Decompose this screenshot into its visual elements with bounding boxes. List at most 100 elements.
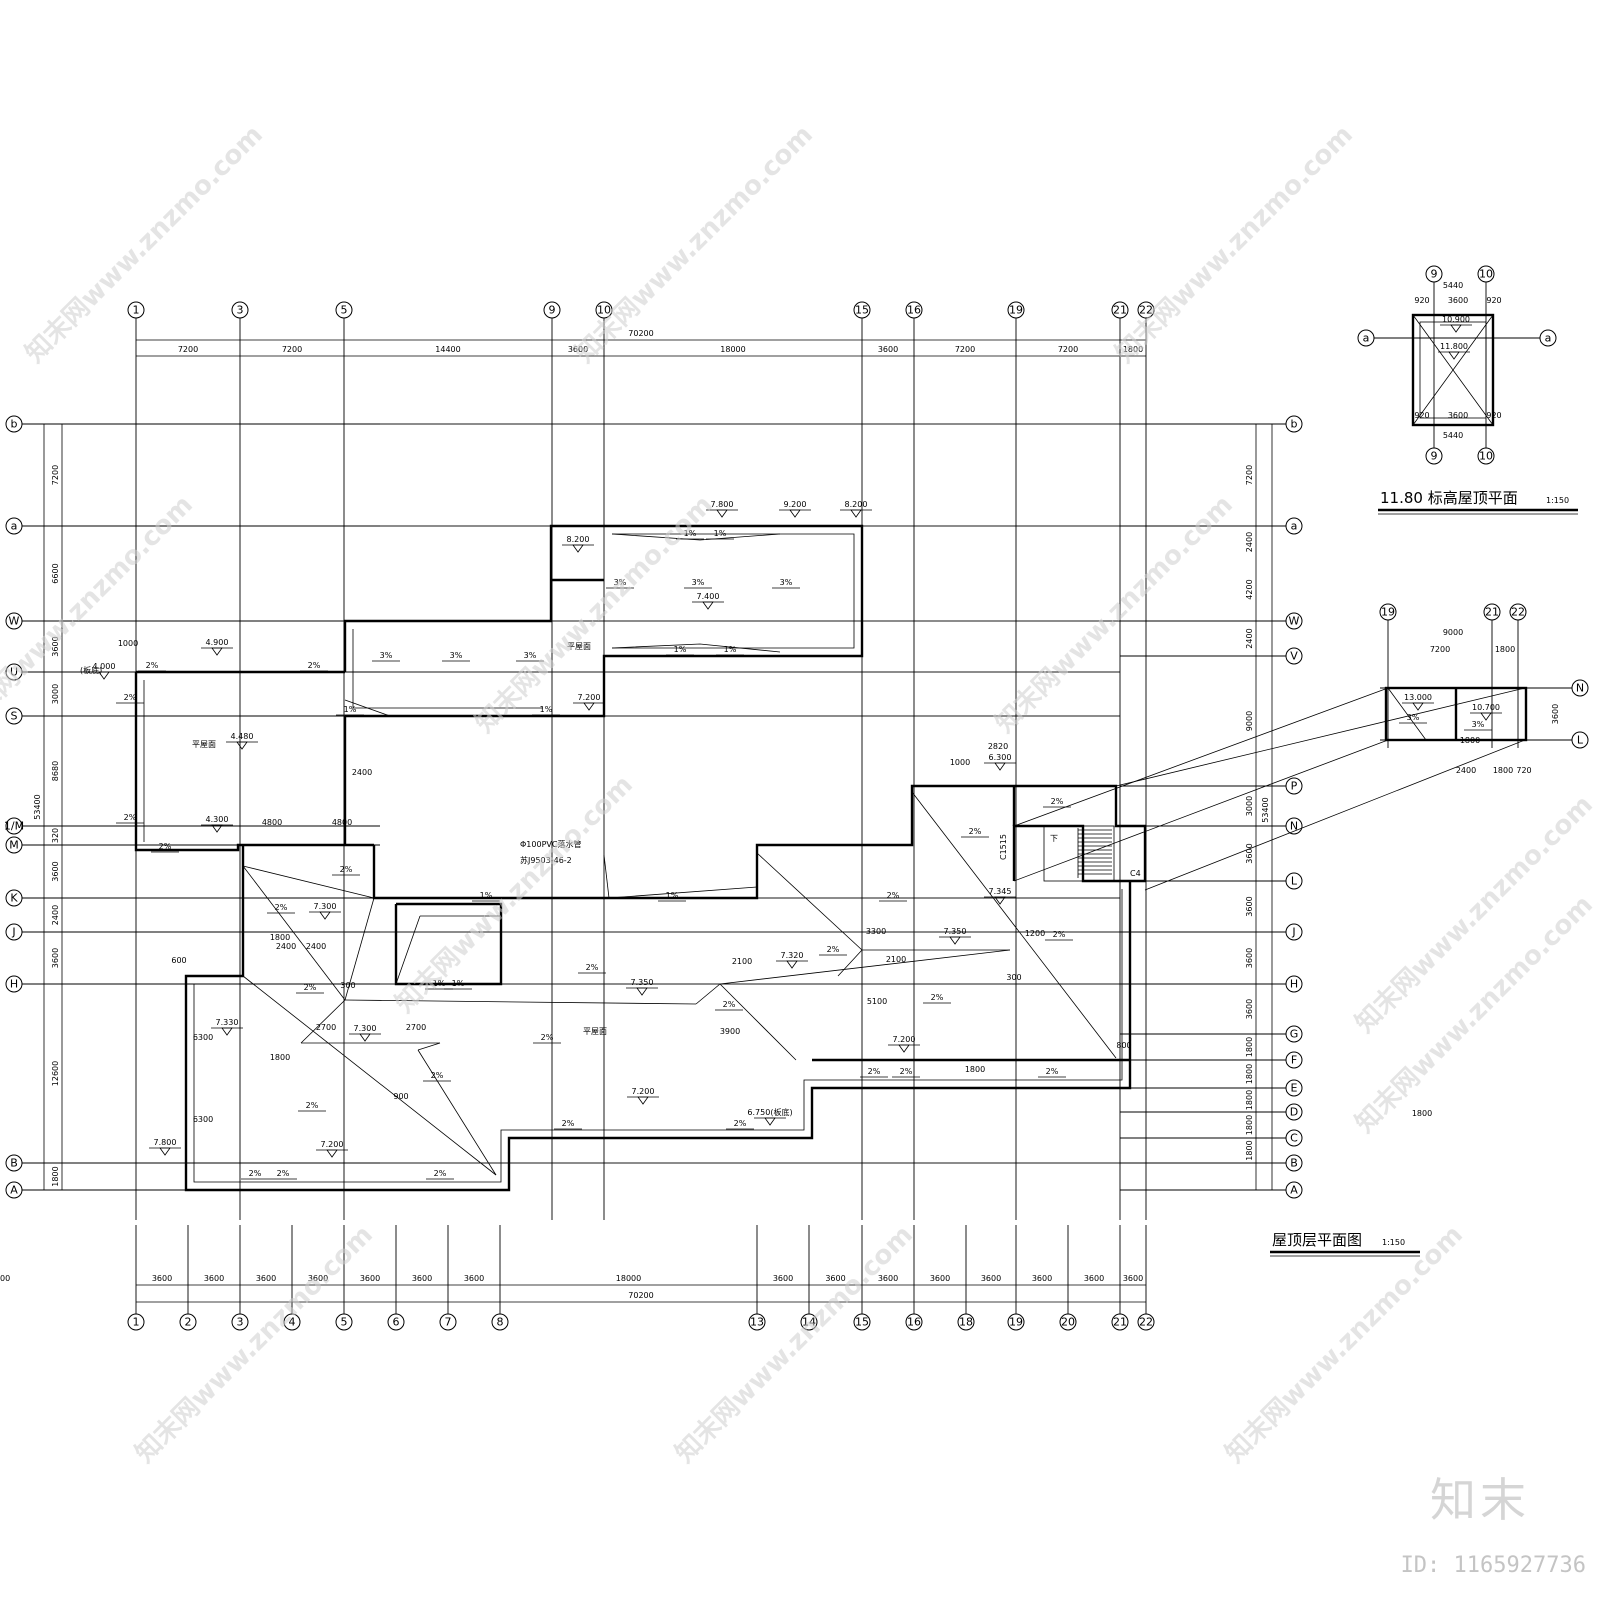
row-bubble-right: E (1285, 1079, 1303, 1097)
elevation-marker: 7.800 (706, 500, 738, 518)
elevation-value: 8.200 (845, 500, 868, 509)
dim-bottom-span: 3600 (152, 1274, 172, 1283)
slope-label: 2% (969, 827, 982, 836)
slope-labels: 1%1%3%3%3%1%1%3%3%3%2%2%2%2%2%1%1%2%2%2%… (116, 529, 1492, 1180)
svg-text:b: b (1291, 418, 1298, 431)
row-bubble-left: B (5, 1154, 23, 1172)
dim-bottom-span: 3600 (930, 1274, 950, 1283)
misc-dim: 2820 (988, 742, 1008, 751)
elevation-marker: 10.900 (1440, 315, 1472, 333)
dim-bottom-span: 3600 (204, 1274, 224, 1283)
elevation-marker: 7.200 (316, 1140, 348, 1158)
axis-bubble-top: 1 (127, 301, 145, 319)
inset-axis-bubble: a (1539, 329, 1557, 347)
axis-bubble-top: 19 (1007, 301, 1025, 319)
stair-axis-bubble: 21 (1483, 603, 1501, 621)
slope-label: 3% (614, 578, 627, 587)
svg-text:9: 9 (1431, 268, 1438, 281)
elevation-value: 10.900 (1442, 315, 1470, 324)
misc-dim: 900 (393, 1092, 408, 1101)
row-bubble-right: W (1285, 612, 1303, 630)
elevation-marker: 7.300 (349, 1024, 381, 1042)
inset-axis-bubble: 9 (1425, 265, 1443, 283)
axis-bubble-bottom: 20 (1059, 1313, 1077, 1331)
label-flat-roof-2: 平屋面 (192, 740, 216, 749)
stair-row-bubble: N (1571, 679, 1589, 697)
inset-axis-bubble: 10 (1477, 265, 1495, 283)
misc-dim: 1800 (1412, 1109, 1432, 1118)
slope-label: 2% (541, 1033, 554, 1042)
svg-text:U: U (10, 666, 18, 679)
dim-bottom-span: 3600 (1123, 1274, 1143, 1283)
svg-text:a: a (11, 520, 18, 533)
svg-text:1: 1 (133, 1316, 140, 1329)
stair-axis-bubble: 19 (1379, 603, 1397, 621)
axis-bubble-top: 5 (335, 301, 353, 319)
elevation-marker: 4.900 (201, 638, 233, 656)
svg-text:A: A (10, 1184, 18, 1197)
row-bubble-right: P (1285, 777, 1303, 795)
svg-text:15: 15 (855, 304, 869, 317)
svg-text:2: 2 (185, 1316, 192, 1329)
svg-text:J: J (1291, 926, 1295, 939)
elevation-value: 11.800 (1440, 342, 1468, 351)
inset-axis-bubble: a (1357, 329, 1375, 347)
svg-text:14: 14 (802, 1316, 816, 1329)
svg-text:3: 3 (237, 304, 244, 317)
slope-label: 3% (780, 578, 793, 587)
svg-text:N: N (1290, 820, 1298, 833)
svg-text:C: C (1290, 1132, 1298, 1145)
slope-label: 1% (674, 645, 687, 654)
dim-top-span: 1800 (1123, 345, 1143, 354)
dim-bottom-span: 3600 (1032, 1274, 1052, 1283)
watermark-text: 知末网www.znzmo.com (570, 120, 819, 369)
elevation-value: 7.345 (989, 887, 1012, 896)
svg-text:a: a (1545, 332, 1552, 345)
svg-text:a: a (1363, 332, 1370, 345)
misc-dim: 2100 (886, 955, 906, 964)
dim-bottom-span: 3600 (773, 1274, 793, 1283)
slope-label: 3% (1472, 720, 1485, 729)
slope-label: 2% (931, 993, 944, 1002)
slope-label: 1% (452, 979, 465, 988)
slope-label: 2% (277, 1169, 290, 1178)
svg-text:L: L (1577, 734, 1584, 747)
svg-text:10: 10 (597, 304, 611, 317)
slope-label: 3% (1407, 713, 1420, 722)
dim-right-span: 3600 (1245, 843, 1254, 863)
slope-label: 2% (431, 1071, 444, 1080)
misc-dim: 1200 (1025, 929, 1045, 938)
watermark-text: 知末网www.znzmo.com (130, 1220, 379, 1469)
svg-text:S: S (11, 710, 18, 723)
svg-text:G: G (1290, 1028, 1299, 1041)
dim-right-span: 3000 (1245, 796, 1254, 816)
dim-top-span: 7200 (955, 345, 975, 354)
dim-left-span: 6600 (51, 563, 60, 583)
inset-dim: 3600 (1448, 296, 1468, 305)
label-window-2: C4 (1130, 869, 1141, 878)
row-bubble-right: C (1285, 1129, 1303, 1147)
elevation-value: 7.200 (632, 1087, 655, 1096)
svg-text:V: V (1290, 650, 1298, 663)
slope-label: 2% (434, 1169, 447, 1178)
dim-bottom-span: 3600 (878, 1274, 898, 1283)
watermark-text: 知末网www.znzmo.com (1220, 1220, 1469, 1469)
svg-text:a: a (1291, 520, 1298, 533)
stair-steps (1077, 828, 1112, 878)
dim-bottom-span: 18000 (616, 1274, 641, 1283)
dim-bottom-span: 3600 (464, 1274, 484, 1283)
dim-top-span: 18000 (720, 345, 745, 354)
axis-bubble-bottom: 14 (800, 1313, 818, 1331)
elevation-value: 6.300 (989, 753, 1012, 762)
watermark-text: 知末网www.znzmo.com (990, 490, 1239, 739)
stair-dim: 7200 (1430, 645, 1450, 654)
dim-left-span: 3600 (51, 636, 60, 656)
row-bubble-right: B (1285, 1154, 1303, 1172)
dim-right-span: 3600 (1245, 999, 1254, 1019)
misc-dim: 2400 (276, 942, 296, 951)
watermark-text: 知末网www.znzmo.com (20, 120, 269, 369)
slope-label: 2% (249, 1169, 262, 1178)
slope-label: 2% (304, 983, 317, 992)
elevation-marker: 7.330 (211, 1018, 243, 1036)
inset-axis-bubble: 10 (1477, 447, 1495, 465)
